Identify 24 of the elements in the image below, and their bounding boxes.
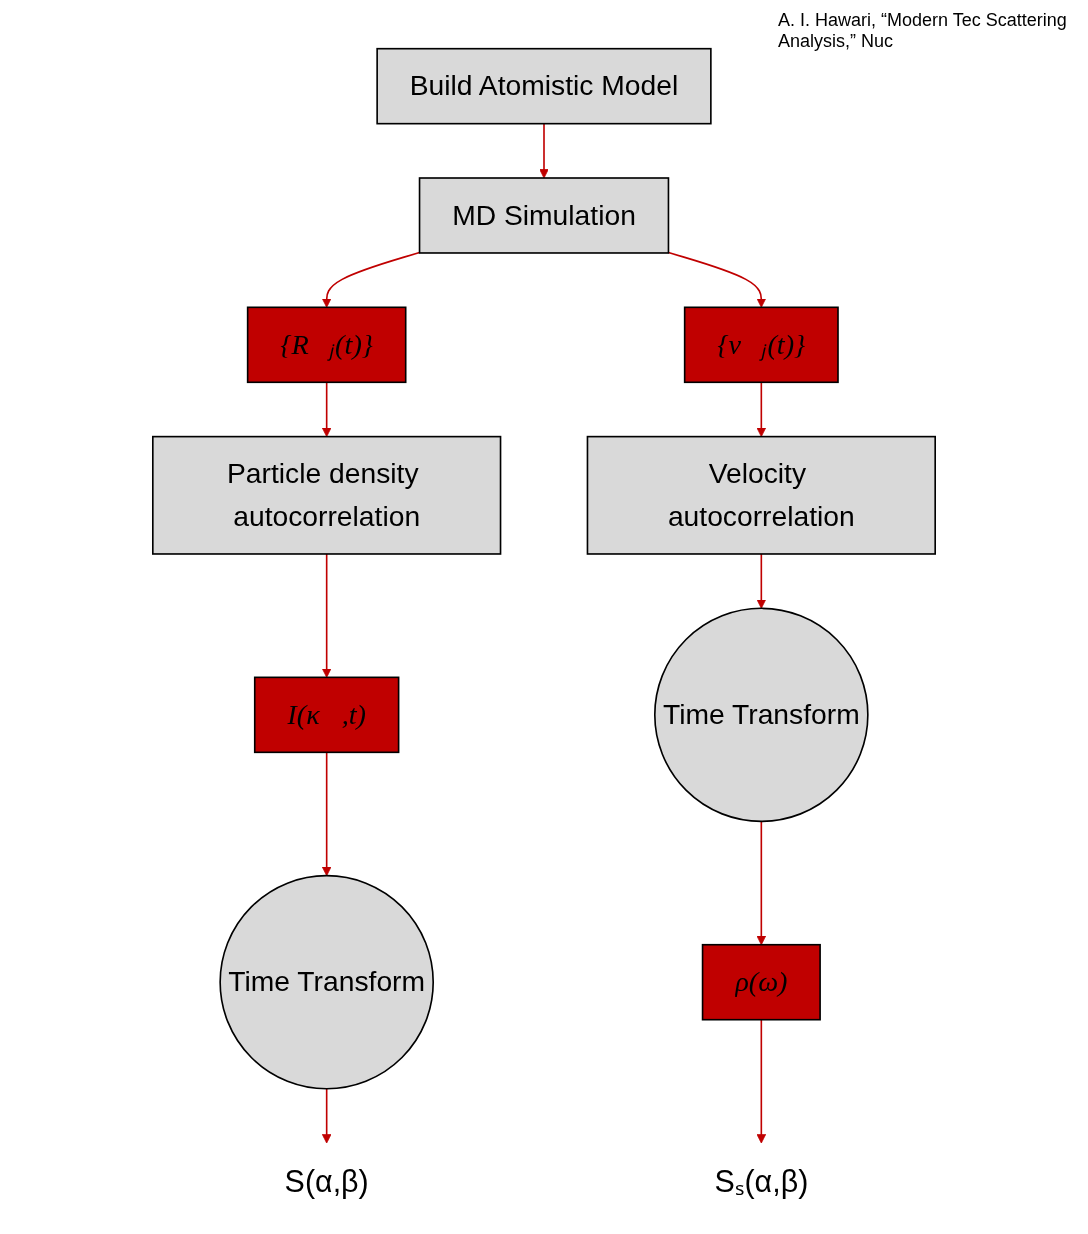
arrow xyxy=(756,553,767,609)
arrow xyxy=(321,751,332,877)
node-box: I(κ⃗,t) xyxy=(253,676,400,754)
node-box: Build Atomistic Model xyxy=(376,47,712,125)
arrow xyxy=(321,1087,332,1144)
node-box: ρ(ω) xyxy=(701,943,821,1021)
arrow xyxy=(321,553,332,678)
node-circle: Time Transform xyxy=(219,874,434,1090)
node-box: {v⃗ⱼ(t)} xyxy=(683,306,839,384)
node-box: Particle density autocorrelation xyxy=(152,435,502,555)
node-box: MD Simulation xyxy=(418,177,670,254)
arrow xyxy=(756,381,767,438)
arrow xyxy=(667,251,767,308)
node-box: Velocity autocorrelation xyxy=(586,435,936,555)
node-text: S(α,β) xyxy=(284,1164,369,1199)
node-text: Sₛ(α,β) xyxy=(714,1164,809,1199)
arrow xyxy=(539,122,549,179)
node-box: {R⃗ⱼ(t)} xyxy=(246,306,407,384)
arrow xyxy=(756,1018,767,1144)
arrow xyxy=(321,381,332,438)
citation-note: A. I. Hawari, “Modern Tec Scattering Analysis,” Nuc xyxy=(778,10,1068,52)
arrow xyxy=(756,820,767,946)
arrow xyxy=(321,251,421,308)
node-circle: Time Transform xyxy=(654,607,869,823)
